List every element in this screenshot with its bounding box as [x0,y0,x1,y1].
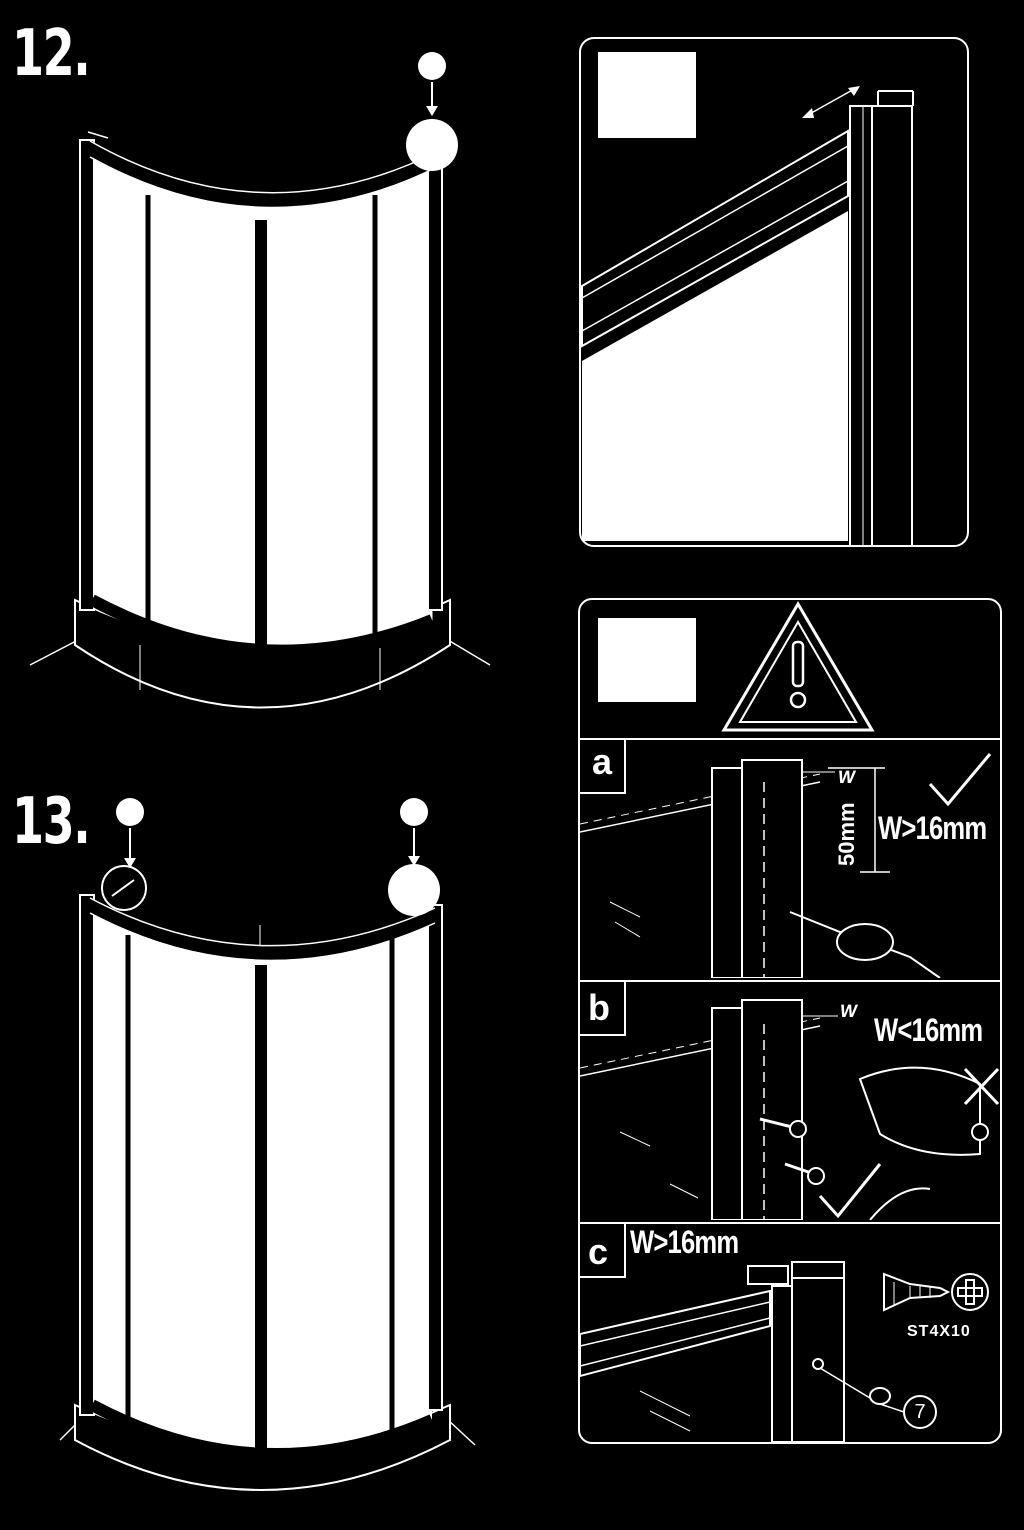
warning-panel [578,598,1002,1444]
section-c-letter: c [588,1231,609,1272]
callout-marker-large [406,119,458,171]
section-b-tab [580,982,626,1036]
step-number-12: 12. [12,17,91,91]
section-c-measure-label: W>16mm [630,1224,739,1260]
callout-marker-small [418,52,446,80]
screw-icon [883,1272,951,1312]
section-b-letter: b [588,987,610,1028]
section-a-tab [580,740,626,794]
section-a-drill-diagram [580,753,992,978]
step-13-shower-illustration [59,798,476,1491]
section-a-letter: a [592,741,613,782]
step-12-shower-illustration [29,52,491,709]
section-b-w-label: W [838,1001,859,1021]
section-c-fixing-diagram [580,1261,989,1442]
section-a-measure-label: W>16mm [878,810,987,846]
step-number-13: 13. [12,785,91,859]
section-c-tab [580,1224,626,1278]
callout-marker-left [116,798,144,826]
warning-triangle-icon [721,601,875,732]
section-divider-b [580,980,1000,982]
detail-panel-profile [579,37,969,547]
section-b-measure-label: W<16mm [874,1012,983,1048]
screw-size-label: ST4X10 [907,1323,971,1340]
section-a-w-label: W [836,767,857,787]
detail-label-box [598,52,696,138]
section-a-depth-label: 50mm [834,802,859,866]
callout-marker-right [400,798,428,826]
section-b-screw-diagram [580,999,1000,1220]
warning-label-box [598,618,696,702]
part-number-label: 7 [914,1401,926,1423]
section-divider-c [580,1222,1000,1224]
phillips-head-icon [951,1273,989,1311]
section-divider-a [580,738,1000,740]
